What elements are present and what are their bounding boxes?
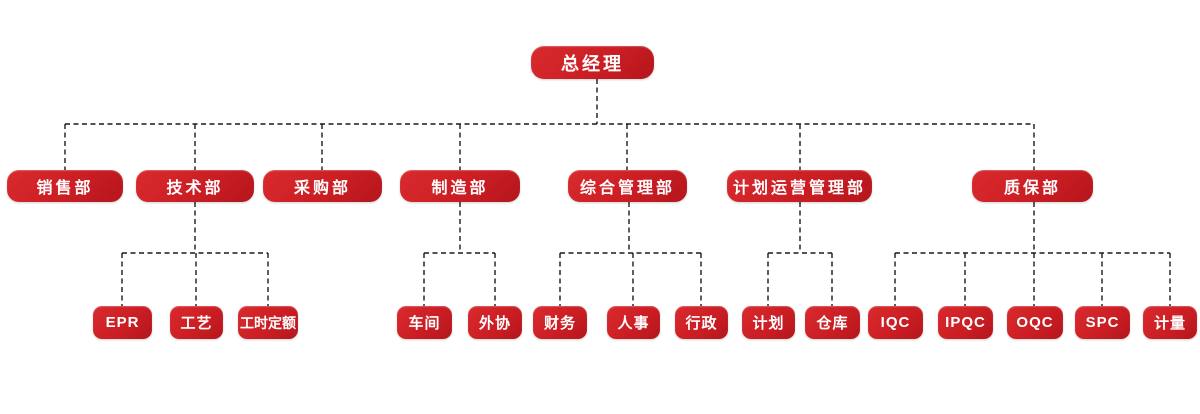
org-node-quality-assurance-dept: 质保部 <box>972 170 1093 202</box>
connector-child-drops <box>121 253 1171 306</box>
connector-dept-drops <box>64 124 1035 170</box>
org-node-planning: 计划 <box>742 306 795 339</box>
org-node-hr: 人事 <box>607 306 660 339</box>
org-node-workshop: 车间 <box>397 306 452 339</box>
connector-sub-buses <box>122 202 1170 254</box>
org-node-sales-dept: 销售部 <box>7 170 123 202</box>
org-node-ipqc: IPQC <box>938 306 993 339</box>
org-node-iqc: IQC <box>868 306 923 339</box>
org-node-metrology: 计量 <box>1143 306 1197 339</box>
org-node-spc: SPC <box>1075 306 1130 339</box>
org-node-technology-dept: 技术部 <box>136 170 254 202</box>
org-node-warehouse: 仓库 <box>805 306 860 339</box>
org-node-planning-operations-dept: 计划运营管理部 <box>727 170 872 202</box>
org-node-oqc: OQC <box>1007 306 1063 339</box>
org-node-process: 工艺 <box>170 306 223 339</box>
org-node-labor-hour-quota: 工时定额 <box>238 306 298 339</box>
org-node-epr: EPR <box>93 306 152 339</box>
org-node-outsourcing: 外协 <box>468 306 522 339</box>
org-node-purchasing-dept: 采购部 <box>263 170 382 202</box>
org-node-administration: 行政 <box>675 306 728 339</box>
org-node-finance: 财务 <box>533 306 587 339</box>
org-node-manufacturing-dept: 制造部 <box>400 170 520 202</box>
org-node-general-manager: 总经理 <box>531 46 654 79</box>
org-node-general-management-dept: 综合管理部 <box>568 170 687 202</box>
